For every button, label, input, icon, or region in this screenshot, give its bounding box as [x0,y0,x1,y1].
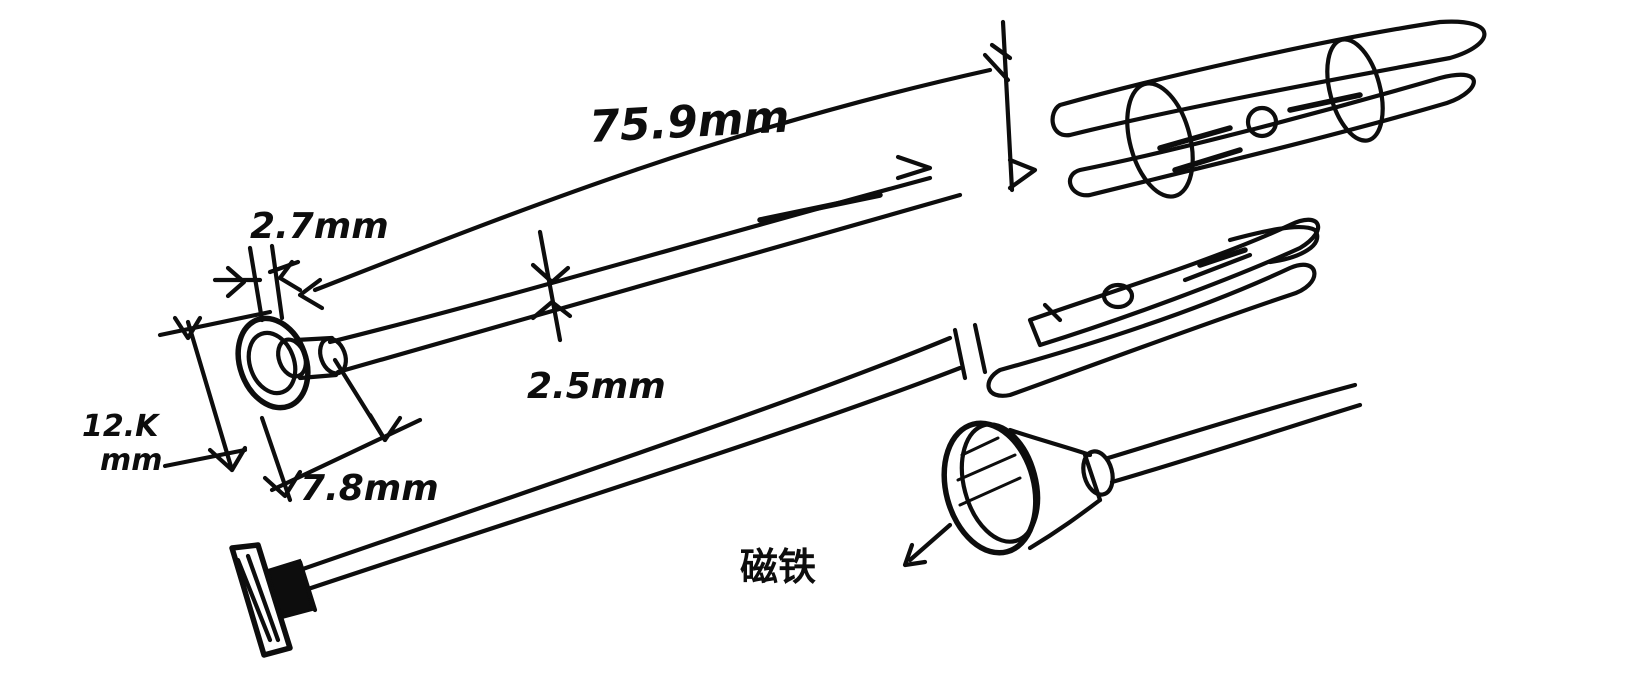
dimension-length [297,19,1038,311]
flat-tab-connector [229,542,318,658]
magnet-arrow [902,522,953,568]
alligator-clip-lower [986,217,1321,398]
magnet-label: 磁铁 [740,545,816,589]
dimension-outer-diameter [157,309,273,473]
length-label: 75.9mm [588,92,791,153]
dimension-ring-width [212,243,303,323]
ring-width-label: 2.7mm [250,206,389,247]
magnet-probe [941,382,1363,556]
wire-diameter-label: 2.5mm [527,366,666,407]
outer-diameter-unit: mm [100,443,163,478]
ring-connector [235,315,348,411]
dimension-wire-diameter [530,229,573,343]
upper-cable [327,175,963,375]
alligator-clip-upper [1050,19,1487,199]
dimension-inner-diameter [259,357,423,503]
inner-diameter-label: 7.8mm [300,468,439,509]
middle-cable [297,322,988,593]
outer-diameter-label: 12.K [82,409,161,444]
